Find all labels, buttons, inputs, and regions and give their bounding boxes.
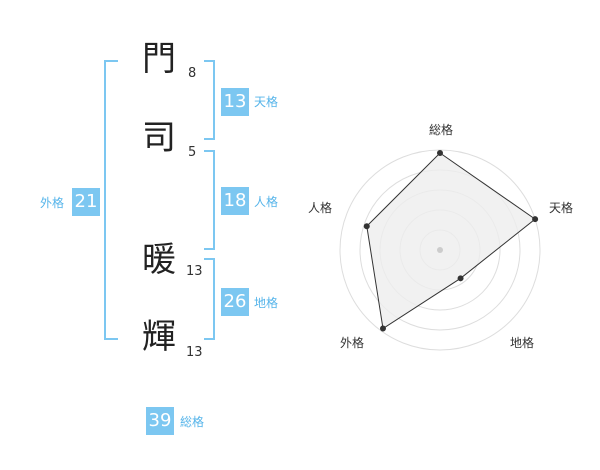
gaikaku-value: 21	[72, 188, 100, 216]
radar-point-1	[437, 150, 443, 156]
chikaku-value: 26	[221, 288, 249, 316]
radar-point-2	[532, 216, 539, 223]
jinkaku-label: 人格	[254, 195, 279, 209]
radar-point-3	[457, 275, 464, 282]
name-char-3: 暖	[142, 240, 176, 280]
radar-point-4	[379, 325, 386, 332]
stroke-count-2: 5	[188, 145, 197, 160]
tenkaku-bracket	[204, 60, 215, 140]
jinkaku-value: 18	[221, 187, 249, 215]
radar-label-chikaku: 地格	[510, 335, 534, 350]
stroke-count-3: 13	[186, 264, 203, 279]
tenkaku-label: 天格	[254, 95, 279, 109]
radar-polygon	[366, 152, 536, 330]
soukaku-value: 39	[146, 407, 174, 435]
jinkaku-bracket	[204, 150, 215, 250]
radar-point-5	[363, 223, 370, 230]
stroke-count-1: 8	[188, 66, 197, 81]
tenkaku-value: 13	[221, 88, 249, 116]
radar-center-dot	[437, 247, 443, 253]
gaikaku-label: 外格	[40, 196, 65, 210]
name-char-1: 門	[142, 39, 176, 79]
radar-label-gaikaku: 外格	[340, 335, 364, 350]
radar-label-jinkaku: 人格	[308, 200, 332, 215]
soukaku-label: 総格	[180, 415, 205, 429]
stroke-count-4: 13	[186, 345, 203, 360]
name-char-4: 輝	[142, 317, 176, 357]
chikaku-bracket	[204, 258, 215, 340]
radar-label-soukaku: 総格	[429, 122, 453, 137]
name-char-2: 司	[142, 118, 176, 158]
chikaku-label: 地格	[254, 296, 279, 310]
gaikaku-bracket	[104, 60, 118, 340]
radar-dots	[363, 150, 539, 332]
radar-label-tenkaku: 天格	[549, 200, 573, 215]
